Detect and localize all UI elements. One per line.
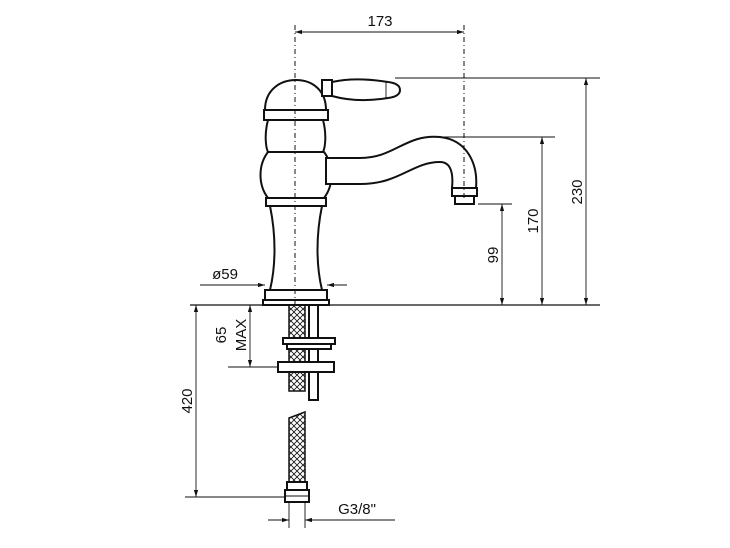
dimension-hose-length [185, 305, 285, 498]
label-diameter: ø59 [212, 266, 238, 283]
label-width: 173 [367, 13, 392, 30]
spout [325, 135, 478, 205]
under-deck-fixing [277, 304, 336, 401]
label-height-outlet: 99 [485, 247, 502, 264]
dimension-height-outlet [478, 203, 512, 305]
label-hose-length: 420 [179, 388, 196, 413]
label-thread: G3/8" [338, 501, 376, 518]
label-deck-thickness: 65 [213, 327, 230, 344]
flexible-hose [284, 410, 310, 503]
faucet-body [259, 78, 333, 306]
label-deck-max: MAX [233, 319, 250, 352]
label-height-overall: 230 [569, 179, 586, 204]
dimension-deck-thickness [228, 305, 278, 368]
label-height-spout: 170 [525, 208, 542, 233]
dimension-thread [268, 502, 395, 528]
lever-handle [321, 78, 402, 102]
dimension-height-overall [395, 77, 600, 305]
dimension-height-spout [440, 136, 555, 305]
